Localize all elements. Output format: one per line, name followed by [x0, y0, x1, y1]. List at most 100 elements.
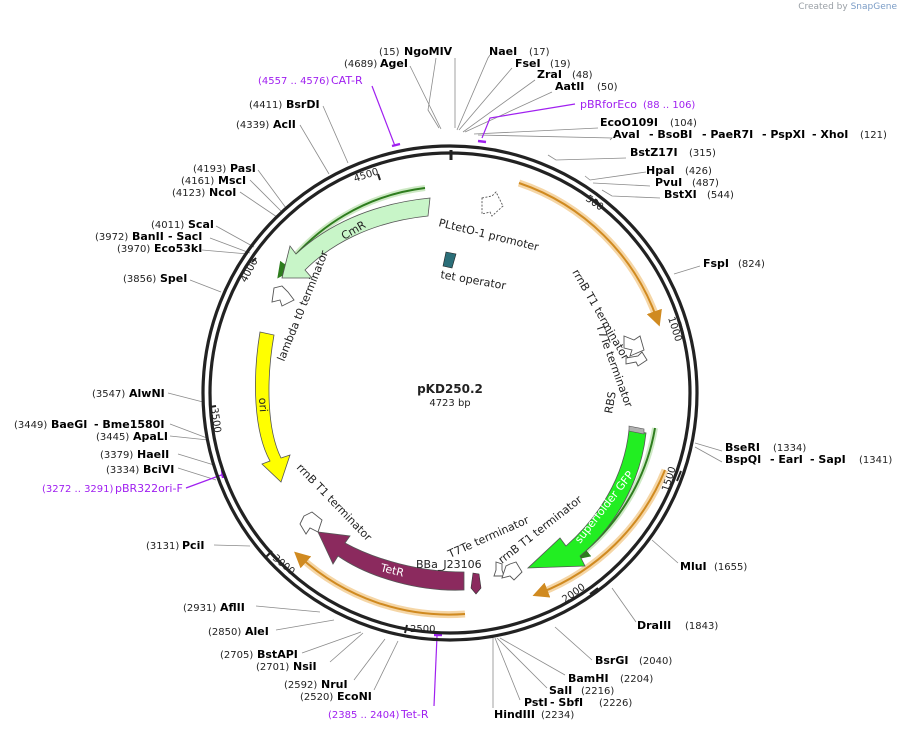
enzyme-pos: (104): [670, 118, 697, 129]
enzyme-name: HaeII: [137, 448, 169, 461]
enzyme-pos: (3856): [123, 274, 156, 285]
enzyme-name: NsiI: [293, 660, 317, 673]
enzyme-pos: (2850): [208, 627, 241, 638]
enzyme-name: BstAPI: [257, 648, 298, 661]
enzyme-name: EcoNI: [337, 690, 372, 703]
enzyme-pos: (2520): [300, 692, 333, 703]
enzyme-pos: (3449): [14, 420, 47, 431]
enzyme-name: ScaI: [188, 218, 214, 231]
enzyme-name: NruI: [321, 678, 348, 691]
enzyme-name: SalI: [549, 684, 572, 697]
enzyme-name: ApaLI: [133, 430, 168, 443]
enzyme-pos: (2204): [620, 674, 653, 685]
enzyme-name: - SbfI: [550, 696, 583, 709]
primer-markers: [185, 85, 576, 707]
enzyme-pos: (4411): [249, 100, 282, 111]
primer-range: (3272 .. 3291): [42, 484, 114, 495]
pltet-promoter-arrow: [481, 191, 504, 217]
enzyme-pos: (487): [692, 178, 719, 189]
primer-labels: (4557 .. 4576) CAT-R pBRforEco (88 .. 10…: [42, 74, 695, 721]
primer-range: (4557 .. 4576): [258, 76, 330, 87]
enzyme-pos: (3547): [92, 389, 125, 400]
enzyme-name: AleI: [245, 625, 269, 638]
rrnb-terminator-shape-2: [299, 511, 323, 535]
primer-name: CAT-R: [331, 74, 363, 87]
feature-label: PLtetO-1 promoter: [437, 216, 540, 254]
enzyme-pos: (4123): [172, 188, 205, 199]
enzyme-pos: (2040): [639, 656, 672, 667]
enzyme-pos: (4193): [193, 164, 226, 175]
primer-range: (88 .. 106): [643, 100, 695, 111]
enzyme-pos: (3445): [96, 432, 129, 443]
rbs-box: [628, 425, 645, 435]
enzyme-name: NgoMIV: [404, 45, 453, 58]
enzyme-name: AlwNI: [129, 387, 165, 400]
enzyme-name: HindIII: [494, 708, 535, 721]
feature-label: ori: [256, 397, 270, 412]
enzyme-pos: (824): [738, 259, 765, 270]
enzyme-name: PstI: [524, 696, 548, 709]
tick-label: 2500: [410, 624, 435, 635]
enzyme-name: HpaI: [646, 164, 675, 177]
enzyme-connector-lines: [167, 54, 723, 708]
enzyme-name: Eco53kI: [154, 242, 202, 255]
enzyme-name: - Bme1580I: [94, 418, 164, 431]
enzyme-name: - SapI: [810, 453, 846, 466]
enzyme-name: AgeI: [380, 57, 408, 70]
enzyme-pos: (315): [689, 148, 716, 159]
enzyme-name: BsrGI: [595, 654, 628, 667]
plasmid-size: 4723 bp: [429, 398, 470, 409]
enzyme-name: - SacI: [168, 230, 202, 243]
enzyme-name: AatII: [555, 80, 584, 93]
enzyme-name: NcoI: [209, 186, 236, 199]
enzyme-pos: (1843): [685, 621, 718, 632]
enzyme-name: BanII: [132, 230, 164, 243]
enzyme-pos: (3379): [100, 450, 133, 461]
enzyme-pos: (544): [707, 190, 734, 201]
tick-label: 4500: [353, 167, 381, 185]
feature-label: TetR: [378, 561, 405, 580]
enzyme-name: SpeI: [160, 272, 187, 285]
enzyme-name: BseRI: [725, 441, 760, 454]
enzyme-pos: (4689): [344, 59, 377, 70]
tick-label: 1000: [665, 316, 683, 344]
enzyme-name: BstXI: [664, 188, 697, 201]
feature-label: BBa_J23106: [416, 558, 482, 571]
enzyme-pos: (19): [550, 59, 571, 70]
enzyme-name: ZraI: [537, 68, 562, 81]
plasmid-backbone: [201, 144, 699, 642]
enzyme-pos: (2592): [284, 680, 317, 691]
enzyme-labels: (15) NgoMIV (4689) AgeI NaeI (17) FseI (…: [14, 45, 892, 721]
enzyme-pos: (426): [685, 166, 712, 177]
enzyme-name: - EarI: [770, 453, 803, 466]
enzyme-name: BamHI: [568, 672, 609, 685]
cmr-arrow: [281, 197, 431, 279]
gfp-arrow: [526, 429, 647, 569]
enzyme-name: EcoO109I: [600, 116, 658, 129]
enzyme-name: PciI: [182, 539, 204, 552]
enzyme-name: AclI: [273, 118, 296, 131]
enzyme-pos: (4011): [151, 220, 184, 231]
rrnb-terminator-shape: [623, 335, 645, 357]
enzyme-pos: (1334): [773, 443, 806, 454]
enzyme-name: BciVI: [143, 463, 174, 476]
enzyme-name: BaeGI: [51, 418, 87, 431]
enzyme-pos: (4161): [181, 176, 214, 187]
enzyme-pos: (2701): [256, 662, 289, 673]
enzyme-pos: (121): [860, 130, 887, 141]
enzyme-name: BsrDI: [286, 98, 320, 111]
enzyme-pos: (2931): [183, 603, 216, 614]
feature-label: RBS: [602, 391, 619, 415]
enzyme-pos: (2226): [599, 698, 632, 709]
tick-marks: [209, 173, 684, 634]
enzyme-pos: (2705): [220, 650, 253, 661]
primer-name: pBRforEco: [580, 98, 637, 111]
enzyme-name: - PspXI: [762, 128, 805, 141]
tet-operator-box: [442, 251, 457, 269]
enzyme-pos: (1655): [714, 562, 747, 573]
primer-range: (2385 .. 2404): [328, 710, 400, 721]
t7te-terminator-shape: [625, 351, 648, 367]
primer-name: pBR322ori-F: [115, 482, 183, 495]
bba-j23106-promoter: [470, 572, 482, 595]
